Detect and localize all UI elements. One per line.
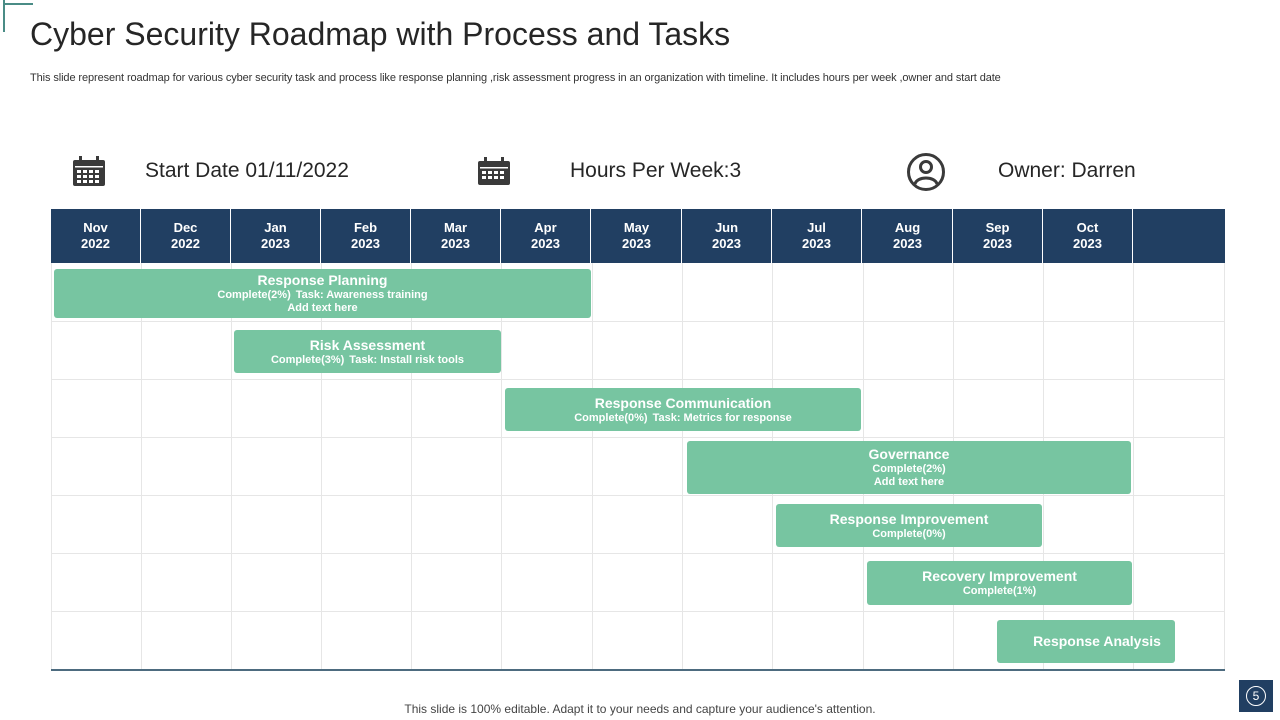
task-description: Task: Install risk tools	[349, 353, 465, 366]
task-complete: Complete(3%)	[270, 353, 345, 366]
task-title: Response Improvement	[829, 510, 989, 527]
start-date-text: Start Date 01/11/2022	[145, 159, 349, 182]
grid-line	[51, 263, 52, 669]
task-title: Response Planning	[257, 272, 388, 288]
task-bar-risk-assessment[interactable]: Risk Assessment Complete(3%) Task: Instal…	[234, 330, 501, 373]
task-complete: Complete(0%)	[574, 411, 648, 424]
task-description: Task: Awareness training	[295, 289, 428, 301]
task-bar-response-improvement[interactable]: Response Improvement Complete(0%)	[776, 504, 1042, 547]
grid-line	[501, 263, 502, 669]
task-title: Risk Assessment	[309, 336, 426, 353]
grid-line	[51, 437, 1225, 438]
task-title: Response Analysis	[1033, 633, 1161, 649]
task-bar-response-analysis[interactable]: Response Analysis	[997, 620, 1175, 663]
grid-line	[51, 553, 1225, 554]
user-circle-icon	[907, 153, 945, 191]
grid-line	[321, 263, 322, 669]
page-number: 5	[1246, 686, 1266, 706]
task-title: Response Communication	[594, 394, 772, 411]
task-note: Add text here	[873, 476, 945, 488]
task-complete: Complete(1%)	[962, 585, 1037, 597]
task-complete: Complete(2%)	[217, 289, 291, 301]
task-complete: Complete(0%)	[872, 527, 946, 540]
task-bar-recovery-improvement[interactable]: Recovery Improvement Complete(1%)	[867, 561, 1132, 605]
task-bar-response-planning[interactable]: Response Planning Complete(2%) Task: Awar…	[54, 269, 591, 318]
grid-line	[411, 263, 412, 669]
task-title: Governance	[868, 446, 950, 462]
page-title: Cyber Security Roadmap with Process and …	[30, 16, 731, 52]
owner-text: Owner: Darren	[998, 159, 1136, 182]
task-complete: Complete(2%)	[872, 463, 946, 475]
grid-line	[141, 263, 142, 669]
task-bar-governance[interactable]: Governance Complete(2%) Add text here	[687, 441, 1131, 494]
footer-note: This slide is 100% editable. Adapt it to…	[404, 702, 876, 716]
grid-line	[51, 321, 1225, 322]
page-number-badge: 5	[1239, 680, 1273, 712]
hours-per-week-text: Hours Per Week:3	[570, 159, 742, 182]
grid-line	[1133, 263, 1134, 669]
task-title: Recovery Improvement	[922, 568, 1077, 584]
timeline-bottom-border	[51, 669, 1225, 671]
task-note: Add text here	[287, 302, 358, 314]
calendar-icon	[478, 157, 510, 185]
calendar-icon	[73, 156, 105, 186]
grid-line	[51, 495, 1225, 496]
page-subtitle: This slide represent roadmap for various…	[30, 72, 1001, 84]
grid-line	[1224, 263, 1225, 669]
grid-line	[51, 379, 1225, 380]
grid-line	[682, 263, 683, 669]
grid-line	[231, 263, 232, 669]
grid-line	[51, 611, 1225, 612]
task-description: Task: Metrics for response	[652, 411, 792, 424]
grid-line	[592, 263, 593, 669]
corner-accent-horizontal	[3, 3, 33, 5]
task-bar-response-communication[interactable]: Response Communication Complete(0%) Task:…	[505, 388, 861, 431]
corner-accent-vertical	[3, 0, 5, 32]
